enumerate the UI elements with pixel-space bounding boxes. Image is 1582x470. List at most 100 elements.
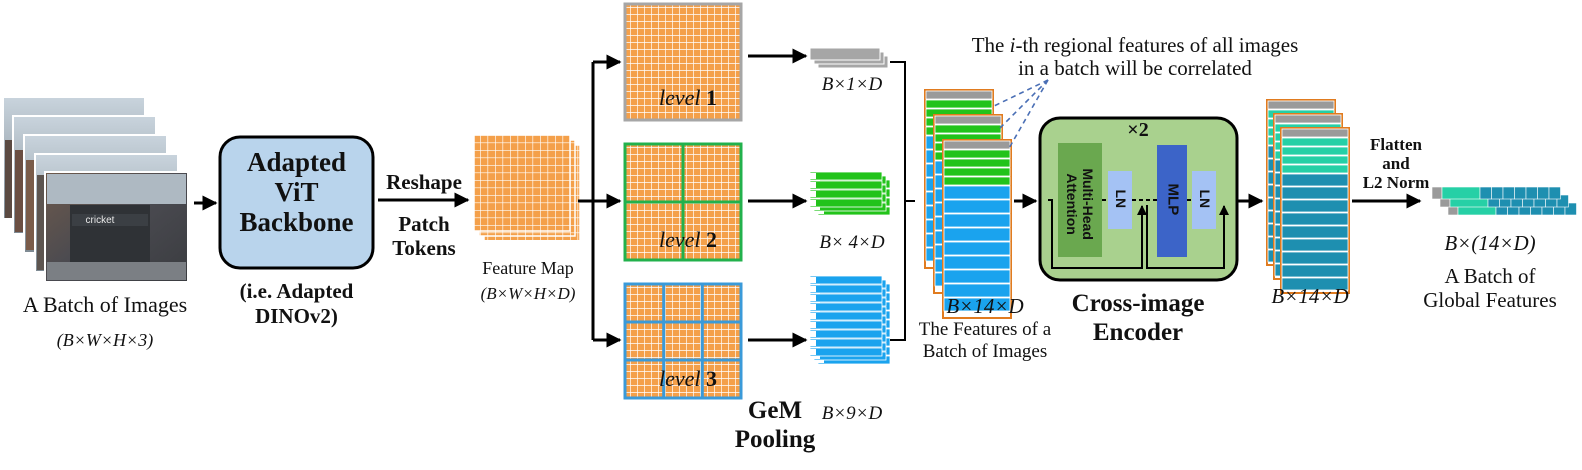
vector-row xyxy=(809,171,883,181)
encoder-repeat: ×2 xyxy=(1127,119,1149,141)
global-segment xyxy=(1491,186,1504,200)
flatten-line-1: Flatten xyxy=(1370,135,1422,154)
vector-row xyxy=(809,329,883,339)
level2-dims: B× 4×D xyxy=(819,232,885,253)
global-caption: A Batch of Global Features xyxy=(1400,264,1580,312)
vector-row-notch xyxy=(810,191,816,197)
level3-dims: B×9×D xyxy=(821,403,883,424)
global-segment xyxy=(1479,186,1492,200)
level2-label: level 2 xyxy=(633,227,743,253)
flatten-label: Flatten and L2 Norm xyxy=(1344,135,1448,192)
global-segment xyxy=(1537,186,1550,200)
output-row xyxy=(1281,137,1349,147)
attention-line-2: Attention xyxy=(1064,173,1080,235)
attention-block xyxy=(1058,143,1102,257)
flatten-line-2: and xyxy=(1382,154,1410,174)
backbone-title: Adapted ViT Backbone xyxy=(220,147,373,238)
vector-row xyxy=(809,198,883,208)
global-segment xyxy=(1564,202,1577,216)
feature-row xyxy=(943,283,1011,298)
feature-row xyxy=(943,227,1011,242)
encoded-features-stack xyxy=(1266,99,1350,294)
output-row xyxy=(1281,128,1349,138)
level2-grid xyxy=(623,142,743,262)
feature-row xyxy=(943,149,1011,159)
level1-label: level 1 xyxy=(633,85,743,111)
vector-row-notch xyxy=(810,182,816,188)
vector-row xyxy=(809,338,883,348)
vector-row-notch xyxy=(810,200,816,206)
feature-row xyxy=(943,213,1011,228)
attention-line-1: Multi-Head xyxy=(1080,168,1097,240)
attention-label: Multi-Head Attention xyxy=(1064,124,1096,284)
output-row xyxy=(1274,114,1342,124)
level1-vector-stack xyxy=(809,47,889,69)
vector-row xyxy=(809,189,883,199)
global-segment xyxy=(1548,186,1561,200)
level1-number: 1 xyxy=(706,85,718,110)
output-dims: B×14×D xyxy=(1271,284,1349,308)
vector-row-notch xyxy=(810,304,816,310)
gem-line-1: GeM xyxy=(747,397,803,424)
backbone-box xyxy=(218,135,375,270)
output-row xyxy=(1281,164,1349,174)
global-features-stack xyxy=(1431,186,1577,216)
backbone-note: (i.e. Adapted DINOv2) xyxy=(205,279,388,329)
vector-row-notch xyxy=(810,313,816,319)
vector-row xyxy=(809,293,883,303)
output-row xyxy=(1281,199,1349,213)
storefront-sign-text: cricket xyxy=(86,215,115,226)
patch-tokens-line-1: Patch xyxy=(398,212,450,236)
reshape-label: Reshape xyxy=(386,170,462,194)
feature-row xyxy=(943,185,1011,200)
correlation-annotation: The i-th regional features of all images… xyxy=(900,33,1370,81)
annotation-line-2: in a batch will be correlated xyxy=(1018,56,1252,81)
output-row xyxy=(1267,100,1335,110)
vector-row-notch xyxy=(810,349,816,355)
input-dims: (B×W×H×3) xyxy=(56,330,154,350)
output-row xyxy=(1281,186,1349,200)
vector-row-notch xyxy=(810,331,816,337)
feature-row xyxy=(943,199,1011,214)
level1-word: level xyxy=(658,85,701,110)
feature-row xyxy=(943,140,1011,150)
input-image-stack: cricket xyxy=(2,96,189,283)
global-segment xyxy=(1525,186,1538,200)
annotation-line-1-post: -th regional features of all images xyxy=(1015,33,1299,57)
global-dims: B×(14×D) xyxy=(1444,231,1536,255)
vector-row xyxy=(809,320,883,330)
gem-pooling-label: GeM Pooling xyxy=(715,397,835,455)
gem-line-2: Pooling xyxy=(734,425,816,453)
feature-row xyxy=(943,176,1011,186)
correlation-lines xyxy=(991,79,1049,151)
level1-grid xyxy=(623,2,743,122)
feature-map-stack xyxy=(473,134,581,242)
batch-features-stack xyxy=(924,89,1012,319)
feature-map-label: Feature Map xyxy=(482,258,574,278)
features-caption-line-1: The Features of a xyxy=(918,319,1052,340)
output-row xyxy=(1281,238,1349,252)
backbone-note-line-1: (i.e. Adapted xyxy=(239,279,354,303)
feature-row xyxy=(934,124,1002,134)
mlp-block xyxy=(1157,145,1187,257)
output-row xyxy=(1281,277,1349,291)
output-row xyxy=(1281,225,1349,239)
vector-row-notch xyxy=(810,173,816,179)
annotation-line-1-pre: The xyxy=(971,33,1010,57)
input-label: A Batch of Images xyxy=(22,292,188,317)
vector-row xyxy=(809,347,883,357)
global-caption-line-1: A Batch of xyxy=(1444,264,1536,288)
vector-row-notch xyxy=(810,286,816,292)
feature-row xyxy=(943,269,1011,284)
vector-row xyxy=(809,284,883,294)
ln-label-2: LN xyxy=(1196,189,1213,209)
backbone-title-line-2: ViT xyxy=(274,177,319,208)
features-caption-line-2: Batch of Images xyxy=(922,340,1048,362)
output-row xyxy=(1281,155,1349,165)
encoder-title: Cross-image Encoder xyxy=(1048,290,1228,348)
global-segment xyxy=(1514,186,1527,200)
level2-vector-stack xyxy=(809,171,891,216)
level-bracket xyxy=(890,61,915,341)
vector-row xyxy=(809,275,883,285)
